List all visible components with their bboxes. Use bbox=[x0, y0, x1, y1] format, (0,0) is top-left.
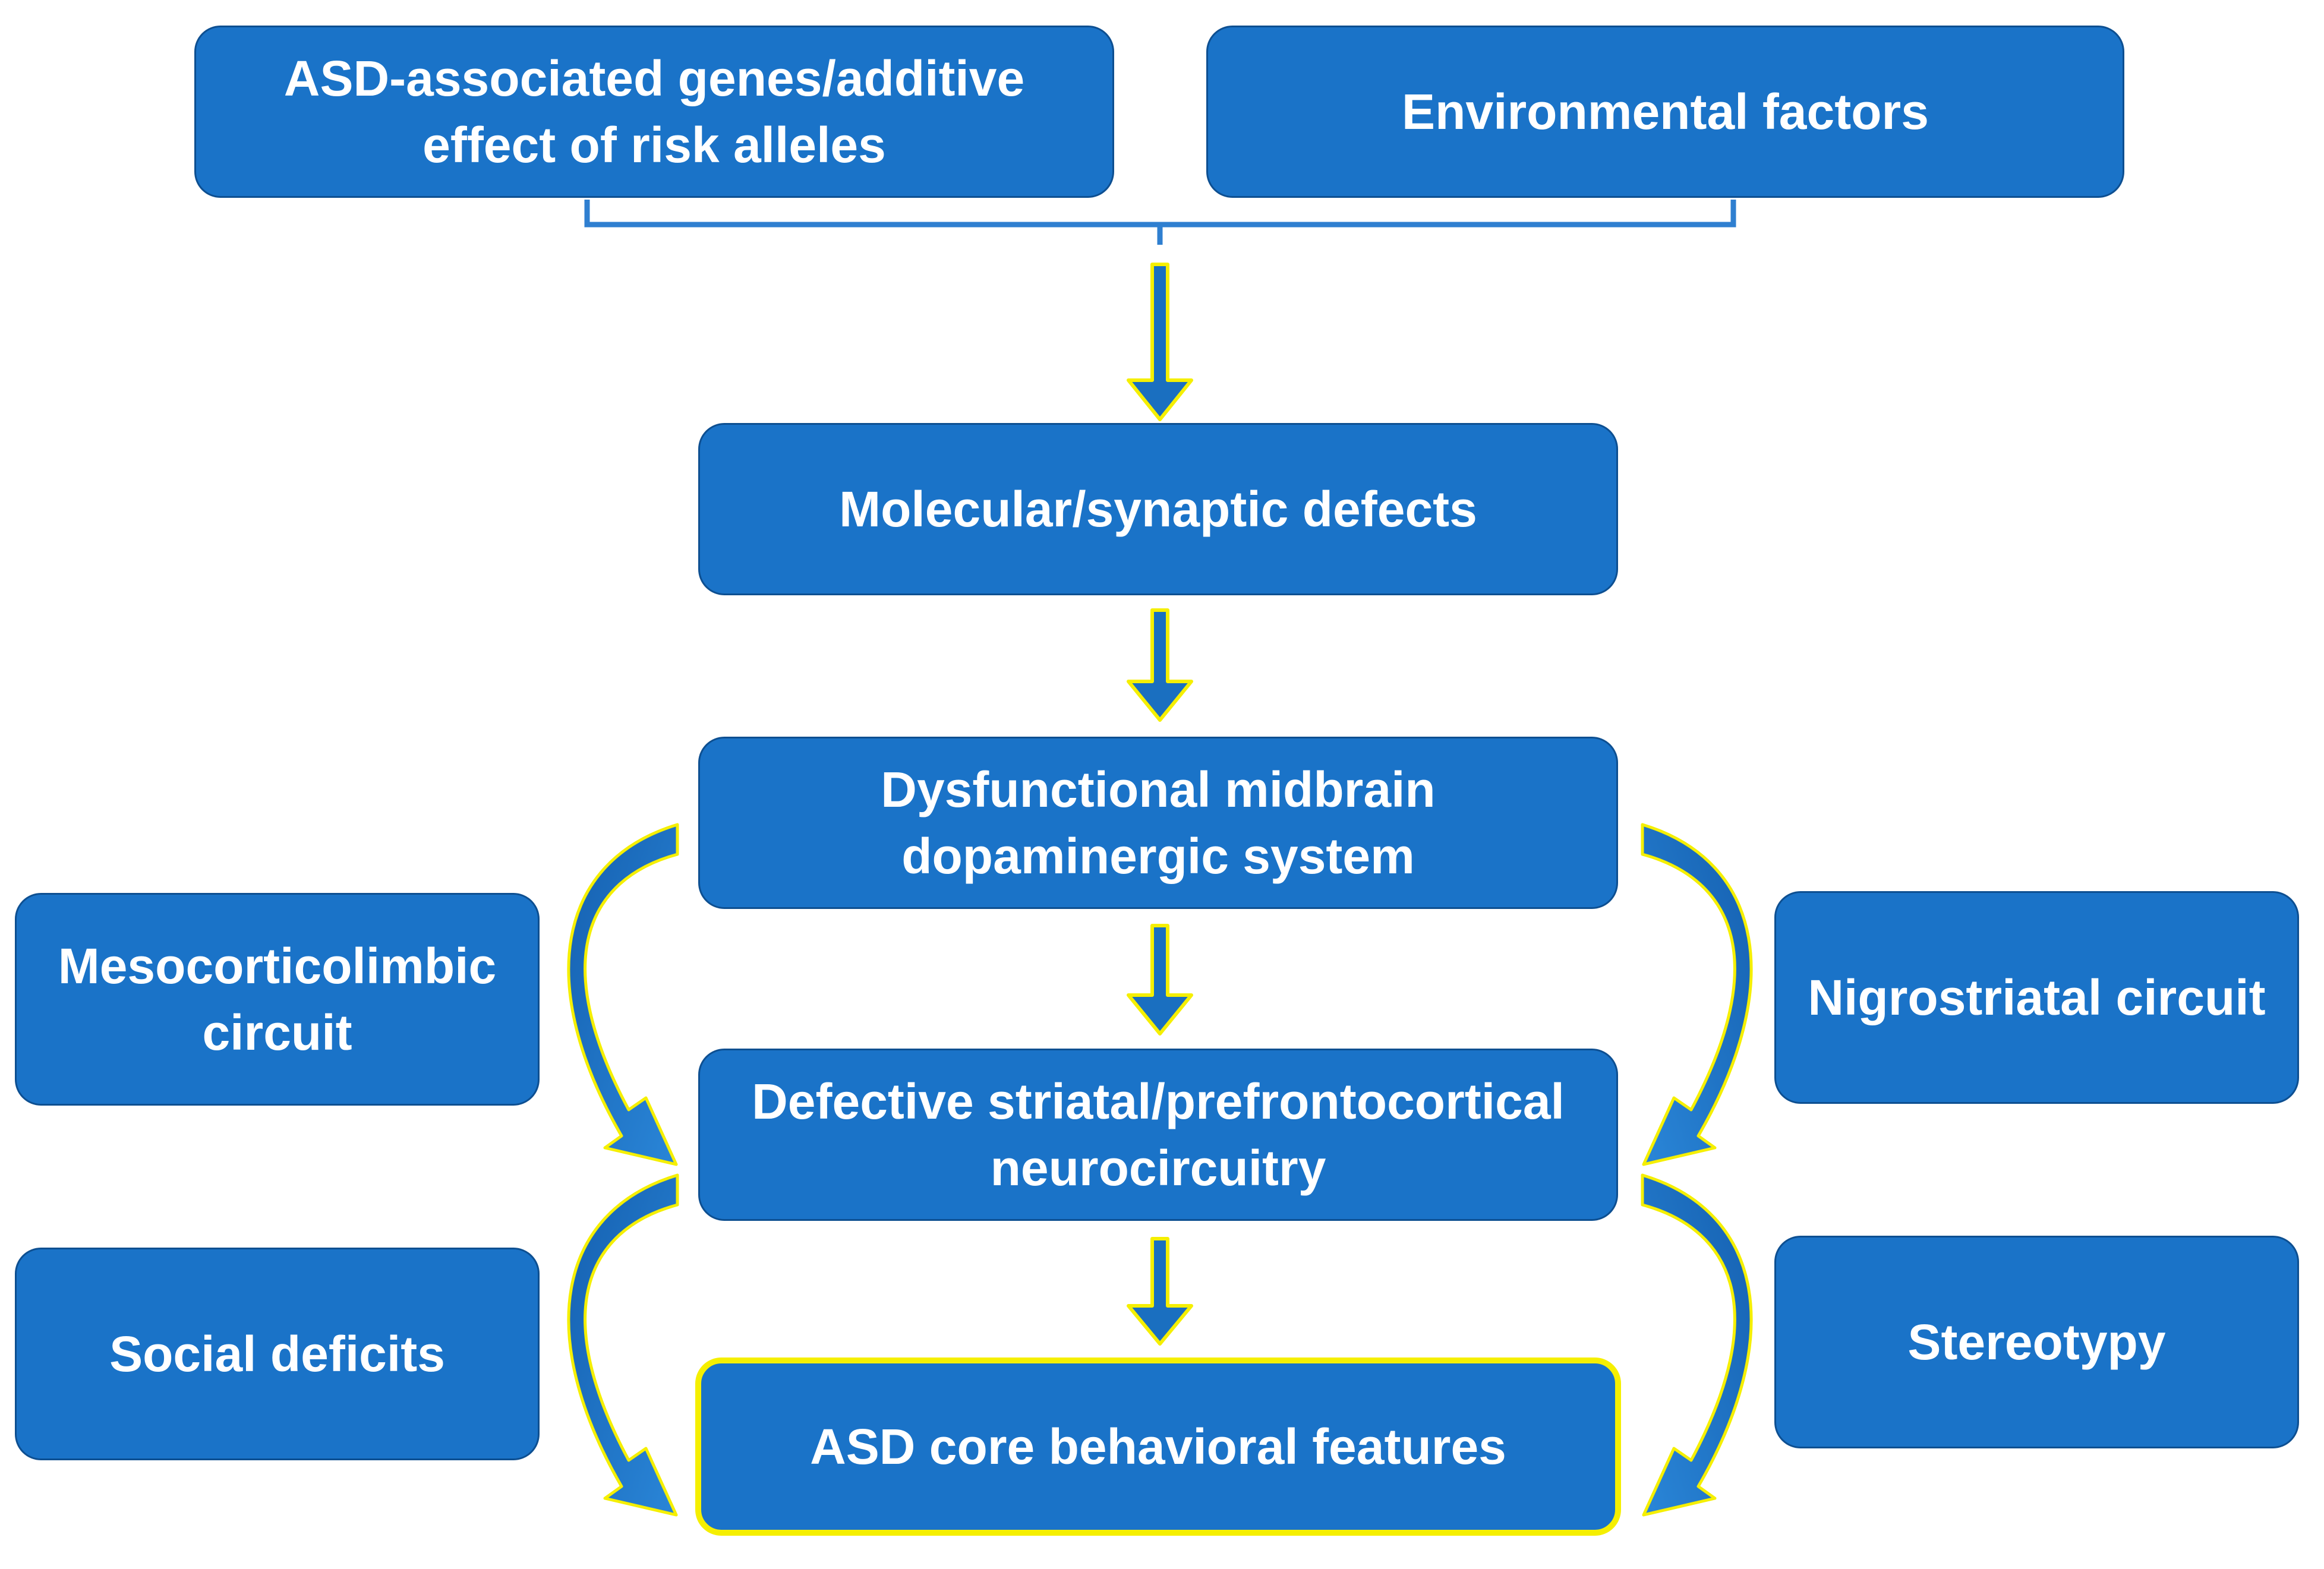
curved-arrow-nigrostriatal bbox=[1641, 823, 1753, 1166]
arrow-striatal-to-core bbox=[1127, 1237, 1193, 1346]
curved-arrow-social bbox=[567, 1173, 679, 1517]
asd-core-features-box: ASD core behavioral features bbox=[695, 1358, 1621, 1536]
genes-box: ASD-associated genes/additive effect of … bbox=[194, 26, 1114, 198]
arrow-dopamine-to-striatal bbox=[1127, 924, 1193, 1036]
environmental-factors-box: Environmental factors bbox=[1206, 26, 2124, 198]
curved-arrow-mesocorticolimbic bbox=[567, 823, 679, 1166]
merge-bracket bbox=[584, 200, 1736, 245]
stereotypy-box: Stereotypy bbox=[1774, 1236, 2299, 1448]
dopaminergic-system-box: Dysfunctional midbrain dopaminergic syst… bbox=[698, 737, 1618, 909]
arrow-inputs-to-molecular bbox=[1127, 263, 1193, 421]
curved-arrow-stereotypy bbox=[1641, 1173, 1753, 1517]
striatal-prefrontocortical-box: Defective striatal/prefrontocortical neu… bbox=[698, 1049, 1618, 1221]
arrow-molecular-to-dopamine bbox=[1127, 608, 1193, 722]
nigrostriatal-circuit-box: Nigrostriatal circuit bbox=[1774, 891, 2299, 1104]
mesocorticolimbic-circuit-box: Mesocorticolimbic circuit bbox=[15, 893, 540, 1106]
molecular-synaptic-defects-box: Molecular/synaptic defects bbox=[698, 423, 1618, 595]
social-deficits-box: Social deficits bbox=[15, 1248, 540, 1460]
